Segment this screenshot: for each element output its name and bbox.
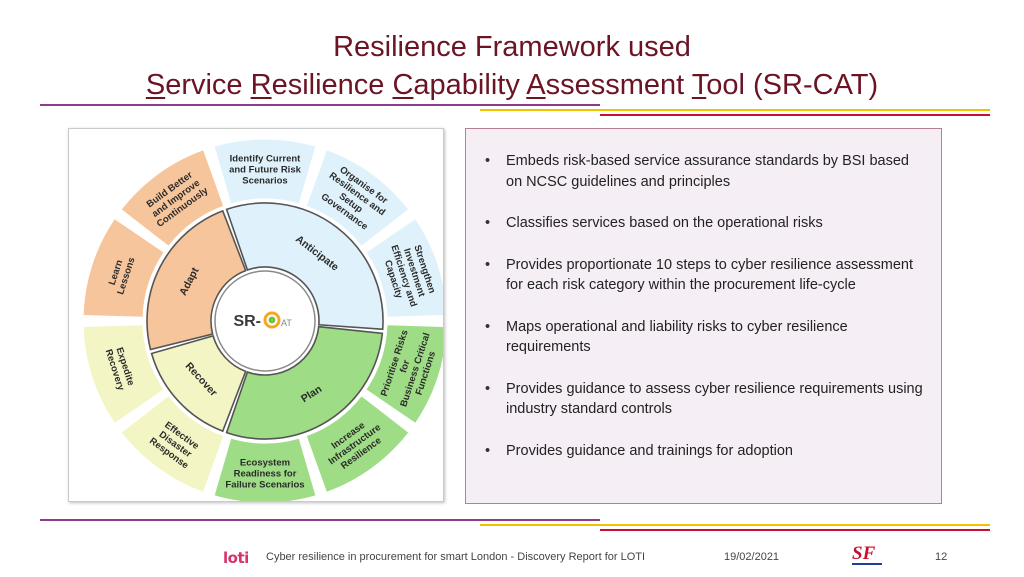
footer-report-title: Cyber resilience in procurement for smar… (266, 551, 646, 563)
bottom-rule-purple (40, 519, 600, 521)
bottom-rule-yellow (480, 524, 990, 526)
bottom-rule-red (600, 529, 990, 531)
sf-logo-bar (852, 563, 882, 565)
center-logo-ring (263, 311, 281, 329)
title-initial: R (250, 69, 272, 101)
inner-segment-recover (150, 334, 247, 433)
title-initial: S (145, 69, 166, 101)
page-title: Resilience Framework used Service Resili… (0, 28, 1024, 104)
title-initial: C (392, 69, 414, 101)
sf-logo-text: SF (852, 543, 876, 564)
title-initial: A (526, 69, 546, 101)
outer-segment-expedite (82, 324, 165, 425)
page-number: 12 (935, 551, 948, 563)
sf-logo: SF (852, 543, 882, 565)
footer: loti Cyber resilience in procurement for… (0, 543, 1024, 569)
inner-segment-adapt (146, 209, 247, 351)
inner-segment-anticipate (225, 202, 384, 331)
bullet-item: Maps operational and liability risks to … (485, 317, 923, 358)
top-rule-purple (40, 104, 600, 106)
title-word-rest: apability (413, 69, 527, 101)
loti-logo: loti (223, 549, 249, 567)
bullet-list: Embeds risk-based service assurance stan… (466, 129, 941, 461)
title-initial: T (691, 69, 707, 101)
title-word-rest: ool (SR-CAT) (706, 69, 879, 101)
center-label-prefix: SR- (233, 313, 261, 330)
center-logo-dot (268, 316, 276, 324)
inner-segment-plan (225, 325, 384, 440)
bullet-panel: Embeds risk-based service assurance stan… (465, 128, 942, 504)
bullet-item: Provides proportionate 10 steps to cyber… (485, 255, 923, 296)
bullet-item: Classifies services based on the operati… (485, 213, 923, 234)
title-line-1: Resilience Framework used (333, 31, 691, 63)
top-rule-yellow (480, 109, 990, 111)
footer-date: 19/02/2021 (724, 551, 780, 563)
outer-segment-organise (305, 149, 410, 248)
outer-segment-increase (305, 394, 410, 493)
center-label-suffix: AT (281, 318, 292, 328)
outer-segment-identify (213, 138, 317, 205)
outer-segment-build (120, 149, 225, 248)
title-word-rest: ervice (165, 69, 251, 101)
bullet-item: Embeds risk-based service assurance stan… (485, 151, 923, 192)
title-word-rest: ssessment (545, 69, 692, 101)
outer-segment-learn (82, 217, 165, 318)
top-rule-red (600, 114, 990, 116)
title-line-2: Service Resilience Capability Assessment… (0, 66, 1024, 104)
title-word-rest: esilience (271, 69, 393, 101)
bullet-item: Provides guidance and trainings for adop… (485, 441, 923, 462)
outer-segment-effective (120, 394, 225, 493)
bullet-item: Provides guidance to assess cyber resili… (485, 379, 923, 420)
